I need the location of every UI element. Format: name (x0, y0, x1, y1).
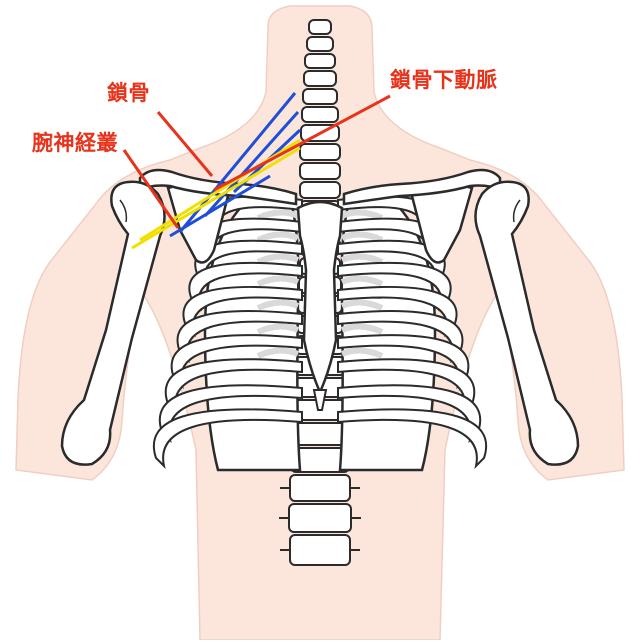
label-brachial-plexus: 腕神経叢 (32, 131, 118, 155)
vertebra (299, 162, 341, 180)
right-clavicle (342, 168, 502, 206)
costal-cartilage (340, 209, 384, 221)
costal-cartilage (256, 275, 300, 287)
vertebra (303, 70, 337, 87)
left-humerus (60, 180, 166, 466)
costal-cartilage (340, 299, 384, 311)
rib (337, 408, 488, 470)
nerve-line-blue (169, 174, 271, 238)
right-humerus (474, 180, 580, 466)
costal-cartilage (256, 209, 300, 221)
costal-cartilage (256, 347, 300, 359)
ribs (152, 195, 488, 470)
vertebra (308, 19, 332, 35)
costal-cartilage (256, 323, 300, 335)
left-humerus-head-detail (119, 199, 128, 223)
rib (152, 408, 303, 470)
annotation-lines (122, 92, 391, 250)
vertebra (301, 106, 339, 123)
label-clavicle: 鎖骨 (107, 81, 150, 105)
costal-cartilage (340, 323, 384, 335)
rib-cage (152, 195, 488, 472)
label-subclavian-artery: 鎖骨下動脈 (390, 68, 498, 92)
costal-cartilage (256, 231, 300, 243)
costal-cartilage (340, 231, 384, 243)
costal-cartilage (340, 347, 384, 359)
costal-cartilage (340, 275, 384, 287)
vertebra (306, 36, 334, 52)
nerve-line-yellow (131, 146, 301, 250)
vertebra (299, 143, 341, 161)
clavicle-pointer-line (156, 111, 214, 177)
vertebra (299, 181, 341, 199)
vertebra (289, 474, 351, 502)
sternum (296, 200, 344, 396)
vertebra (289, 534, 351, 566)
vertebra (304, 53, 336, 69)
vertebra (302, 88, 338, 105)
subclavian-pointer-line (213, 94, 391, 192)
vertebra (288, 503, 352, 533)
plexus-pointer-line (122, 149, 180, 229)
costal-cartilage (256, 299, 300, 311)
costal-cartilage (256, 253, 300, 265)
right-humerus-head-detail (512, 199, 521, 223)
costal-cartilage (340, 253, 384, 265)
xiphoid (312, 389, 328, 411)
nerve-line-blue (203, 111, 300, 217)
vertebra (291, 422, 349, 446)
